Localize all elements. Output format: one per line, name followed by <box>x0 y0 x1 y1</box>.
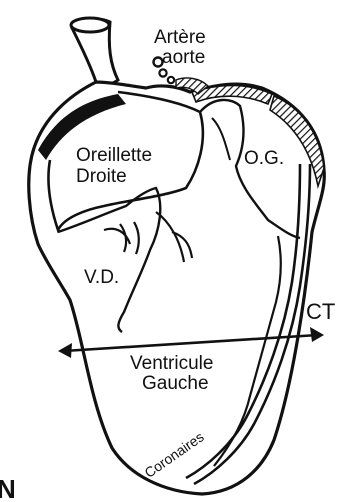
label-oreillette: Oreillette <box>76 146 152 165</box>
label-droite: Droite <box>76 167 127 186</box>
label-artere: Artère <box>154 28 206 47</box>
label-ct: CT <box>306 301 335 323</box>
label-corner-n: N <box>0 476 16 502</box>
aortic-nodule <box>159 69 166 76</box>
label-ventricule: Ventricule <box>130 354 213 373</box>
label-og: O.G. <box>244 149 284 168</box>
label-aorte: aorte <box>162 48 205 67</box>
label-gauche: Gauche <box>142 374 209 393</box>
label-vd: V.D. <box>84 268 119 287</box>
aortic-nodule <box>168 77 174 83</box>
aorta-opening <box>71 18 109 32</box>
